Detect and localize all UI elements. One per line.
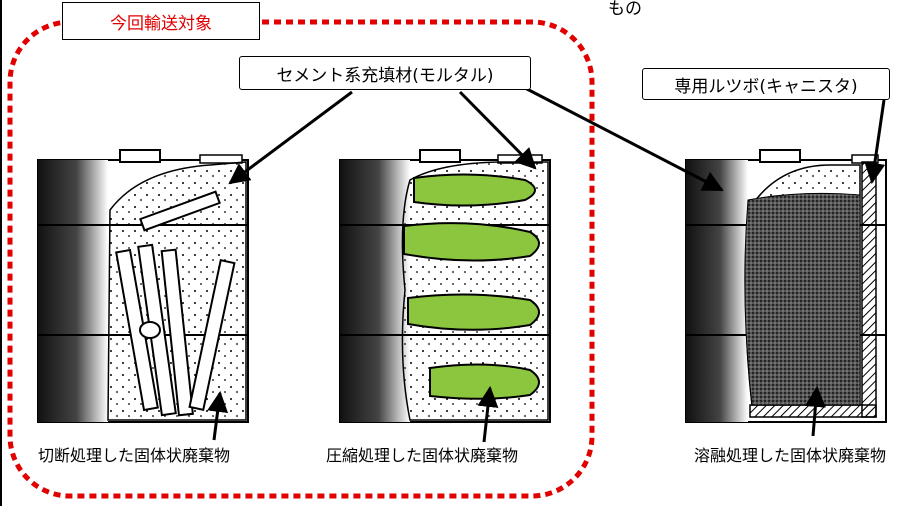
drum-melted-waste <box>685 149 887 423</box>
drum-cut-waste <box>37 149 249 423</box>
mortar-callout-label: セメント系充填材(モルタル) <box>239 56 531 90</box>
canister-callout-label: 専用ルツボ(キャニスタ) <box>642 68 890 100</box>
callout-arrows <box>207 86 886 443</box>
caption-compressed-waste: 圧縮処理した固体状廃棄物 <box>326 446 519 465</box>
transport-scope-boundary <box>7 19 595 499</box>
caption-cut-waste: 切断処理した固体状廃棄物 <box>38 446 231 465</box>
caption-melted-waste: 溶融処理した固体状廃棄物 <box>694 446 887 465</box>
transport-scope-label: 今回輸送対象 <box>62 2 260 40</box>
header-text-fragment: もの <box>608 0 642 19</box>
drum-compressed-waste <box>339 149 551 423</box>
left-margin-rule <box>0 0 2 506</box>
